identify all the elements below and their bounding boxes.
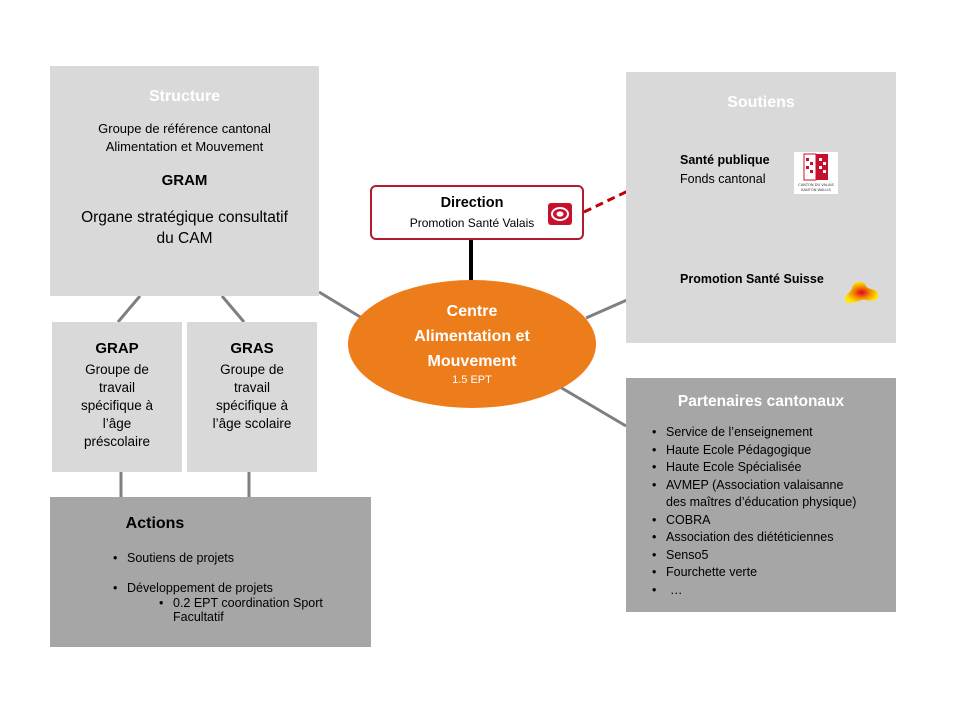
grap-line: spécifique à	[80, 398, 154, 413]
connector-structure-gras	[220, 295, 246, 323]
centre-line-2: Alimentation et	[414, 328, 530, 345]
partenaires-list: Service de l’enseignement Haute Ecole Pé…	[652, 424, 857, 600]
actions-item: Soutiens de projets	[113, 551, 371, 565]
grap-line: Groupe de	[85, 362, 149, 377]
centre-ept: 1.5 EPT	[452, 374, 492, 386]
grap-line: préscolaire	[83, 434, 151, 449]
structure-line-1: Groupe de référence cantonal	[98, 121, 271, 136]
gram-label: GRAM	[161, 172, 208, 189]
centre-ellipse: Centre Alimentation et Mouvement 1.5 EPT	[348, 280, 596, 408]
grap-box: GRAP Groupe de travail spécifique à l’âg…	[52, 322, 182, 472]
actions-box: Actions Soutiens de projets Développemen…	[50, 497, 371, 647]
sante-publique-label: Santé publique	[680, 153, 770, 167]
partenaire-item: Association des diététiciennes	[652, 529, 856, 547]
canton-logo-line-2: KANTON WALLIS	[801, 188, 831, 192]
partenaire-item: …	[652, 582, 856, 600]
gras-line: l’âge scolaire	[212, 416, 292, 431]
partenaire-item: AVMEP (Association valaisanne des maître…	[652, 477, 857, 512]
connector-structure-grap	[116, 295, 142, 323]
promotion-sante-suisse-logo-icon	[844, 281, 879, 304]
direction-box: Direction Promotion Santé Valais	[370, 185, 584, 240]
structure-title: Structure	[148, 88, 221, 105]
partenaire-item: Haute Ecole Pédagogique	[652, 442, 856, 460]
partenaire-item: COBRA	[652, 512, 856, 530]
organe-line-2: du CAM	[156, 230, 213, 247]
gras-title: GRAS	[230, 340, 274, 357]
partenaire-item: Senso5	[652, 547, 856, 565]
centre-line-1: Centre	[446, 303, 498, 320]
direction-subtitle: Promotion Santé Valais	[409, 216, 535, 230]
soutiens-box: Soutiens Santé publique Fonds cantonal C…	[626, 72, 896, 343]
fonds-cantonal-label: Fonds cantonal	[680, 172, 766, 186]
partenaire-item: Fourchette verte	[652, 564, 856, 582]
actions-list: Soutiens de projets Développement de pro…	[113, 551, 371, 624]
gras-line: spécifique à	[215, 398, 289, 413]
actions-subitem: 0.2 EPT coordination Sport Facultatif	[159, 596, 371, 624]
centre-line-3: Mouvement	[427, 353, 517, 370]
canton-valais-logo-icon: CANTON DU VALAIS KANTON WALLIS	[794, 152, 838, 194]
partenaires-box: Partenaires cantonaux Service de l’ensei…	[626, 378, 896, 612]
structure-box: Structure Groupe de référence cantonal A…	[50, 66, 319, 296]
canton-logo-line-1: CANTON DU VALAIS	[798, 183, 834, 187]
promotion-sante-valais-logo-icon	[548, 203, 572, 225]
grap-line: travail	[98, 380, 135, 395]
partenaire-item-text: AVMEP (Association valaisanne	[666, 477, 844, 492]
gras-line: travail	[233, 380, 270, 395]
partenaire-item: Service de l’enseignement	[652, 424, 856, 442]
partenaire-item-text-cont: des maîtres d’éducation physique)	[666, 495, 857, 509]
connector-structure-centre	[318, 290, 363, 320]
actions-title: Actions	[125, 515, 185, 532]
organe-line-1: Organe stratégique consultatif	[81, 209, 288, 226]
gras-line: Groupe de	[220, 362, 284, 377]
partenaire-item: Haute Ecole Spécialisée	[652, 459, 856, 477]
actions-item: Développement de projets	[113, 581, 371, 595]
promotion-sante-suisse-label: Promotion Santé Suisse	[680, 272, 824, 286]
direction-title: Direction	[440, 195, 504, 211]
gras-box: GRAS Groupe de travail spécifique à l’âg…	[187, 322, 317, 472]
grap-line: l’âge	[102, 416, 132, 431]
partenaires-title: Partenaires cantonaux	[677, 393, 845, 410]
connector-centre-partenaires	[559, 385, 627, 428]
grap-title: GRAP	[95, 340, 139, 357]
structure-line-2: Alimentation et Mouvement	[105, 139, 264, 154]
soutiens-title: Soutiens	[727, 94, 795, 111]
